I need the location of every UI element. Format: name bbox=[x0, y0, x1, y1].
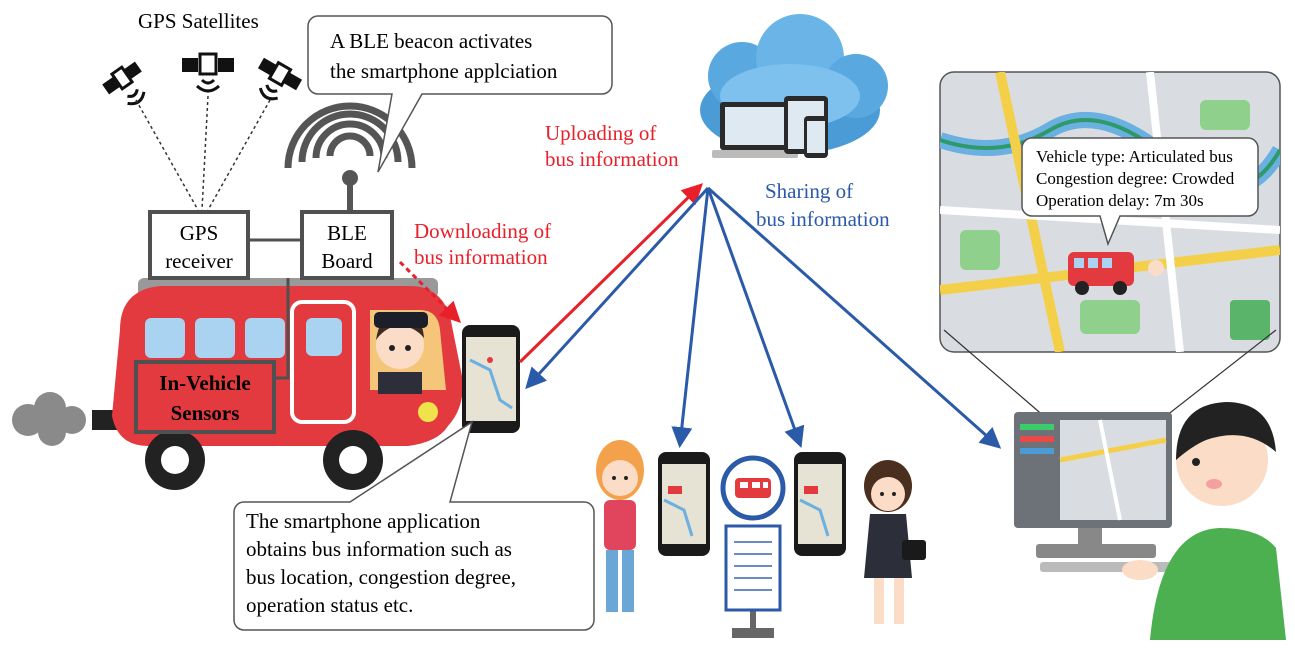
ble-callout-line-2: the smartphone applciation bbox=[330, 59, 558, 83]
downloading-label-1: Downloading of bbox=[414, 219, 551, 243]
bus-stop-icon bbox=[720, 455, 786, 638]
app-callout: The smartphone application obtains bus i… bbox=[233, 420, 595, 631]
map-bus bbox=[1068, 252, 1164, 295]
driver-icon bbox=[374, 312, 428, 394]
computer-user-icon bbox=[1014, 402, 1286, 640]
satellite-icon bbox=[102, 61, 146, 106]
map-popup-line-3: Operation delay: 7m 30s bbox=[1036, 191, 1204, 210]
ble-board-label-2: Board bbox=[321, 249, 373, 273]
upload-arrow bbox=[518, 183, 704, 364]
ble-callout-line-1: A BLE beacon activates bbox=[330, 29, 532, 53]
gps-receiver-box: GPS receiver bbox=[148, 210, 250, 280]
ble-board-box: BLE Board bbox=[300, 210, 394, 280]
app-callout-line-4: operation status etc. bbox=[246, 593, 413, 617]
app-callout-line-2: obtains bus information such as bbox=[246, 537, 512, 561]
phone-small-icon bbox=[804, 116, 828, 158]
uploading-label-1: Uploading of bbox=[545, 121, 656, 145]
sensors-label-1: In-Vehicle bbox=[159, 371, 250, 395]
downloading-label-2: bus information bbox=[414, 245, 548, 269]
laptop-icon bbox=[712, 102, 798, 158]
smartphone-icon bbox=[794, 452, 846, 556]
in-vehicle-sensors-box: In-Vehicle Sensors bbox=[134, 360, 276, 434]
share-arrow-to-computer bbox=[707, 186, 1002, 449]
app-callout-line-1: The smartphone application bbox=[246, 509, 481, 533]
ble-callout: A BLE beacon activates the smartphone ap… bbox=[307, 15, 613, 173]
sharing-label-1: Sharing of bbox=[765, 179, 853, 203]
gps-satellites-label: GPS Satellites bbox=[138, 9, 259, 33]
download-arrow bbox=[398, 260, 461, 323]
share-arrow-to-bus-phone bbox=[525, 186, 710, 390]
map-popup-line-1: Vehicle type: Articulated bus bbox=[1036, 147, 1233, 166]
sharing-label-2: bus information bbox=[756, 207, 890, 231]
satellite-icon bbox=[182, 52, 234, 93]
connector-lines bbox=[248, 238, 302, 380]
uploading-label-2: bus information bbox=[545, 147, 679, 171]
sensors-label-2: Sensors bbox=[171, 401, 240, 425]
smartphone-icon bbox=[658, 452, 710, 556]
gps-receiver-label-2: receiver bbox=[165, 249, 233, 273]
businesswoman-icon bbox=[864, 460, 926, 624]
share-arrow-to-passenger bbox=[706, 187, 805, 448]
woman-icon bbox=[596, 440, 644, 612]
gps-receiver-label-1: GPS bbox=[180, 221, 219, 245]
antenna-icon bbox=[284, 102, 416, 214]
share-arrow-to-waiting-passenger bbox=[671, 187, 710, 449]
ble-board-label-1: BLE bbox=[327, 221, 367, 245]
map-popup-line-2: Congestion degree: Crowded bbox=[1036, 169, 1235, 188]
smartphone-icon bbox=[462, 325, 520, 433]
app-callout-line-3: bus location, congestion degree, bbox=[246, 565, 516, 589]
satellite-icon bbox=[257, 57, 303, 101]
map-popup: Vehicle type: Articulated bus Congestion… bbox=[1021, 137, 1259, 247]
exhaust-cloud bbox=[12, 392, 86, 446]
satellite-signal-lines bbox=[135, 95, 271, 211]
